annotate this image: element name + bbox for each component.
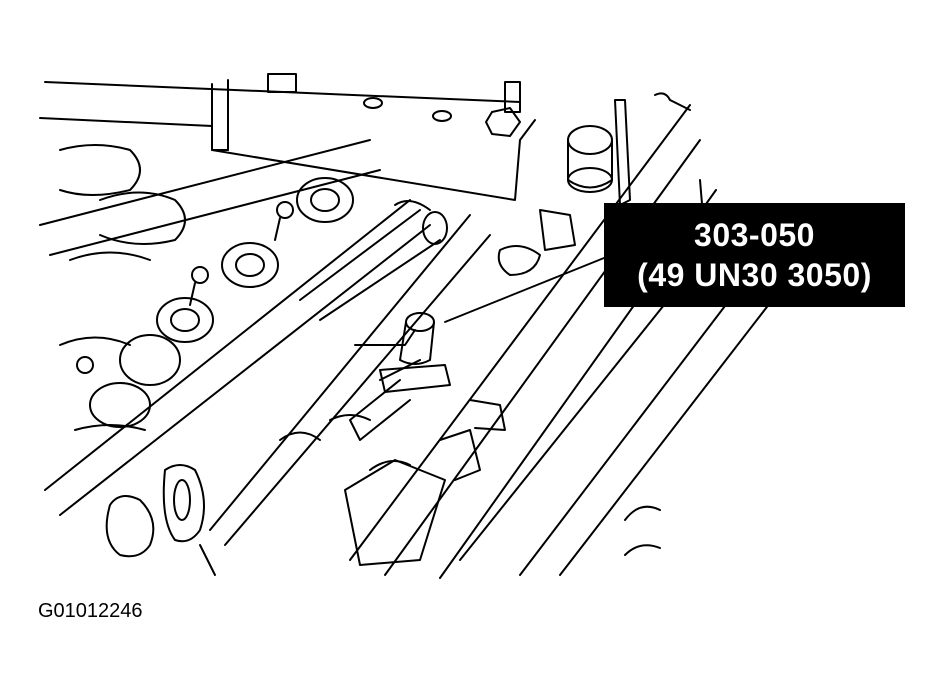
tool-number-label: 303-050 [694,217,815,253]
tool-fitting [349,312,451,441]
frame-rails [39,104,781,579]
lower-housings [279,399,506,566]
support-bracket [39,73,536,201]
hose-clamps [105,464,216,576]
callout-leader-line [444,257,605,323]
tool-callout-box: 303-050 (49 UN30 3050) [604,203,905,307]
figure-id-label: G01012246 [38,600,143,622]
injector-cluster [497,92,691,276]
tool-alt-number-label: (49 UN30 3050) [637,257,872,293]
mounting-bolts [76,201,294,374]
cylinder-bosses [59,144,354,431]
